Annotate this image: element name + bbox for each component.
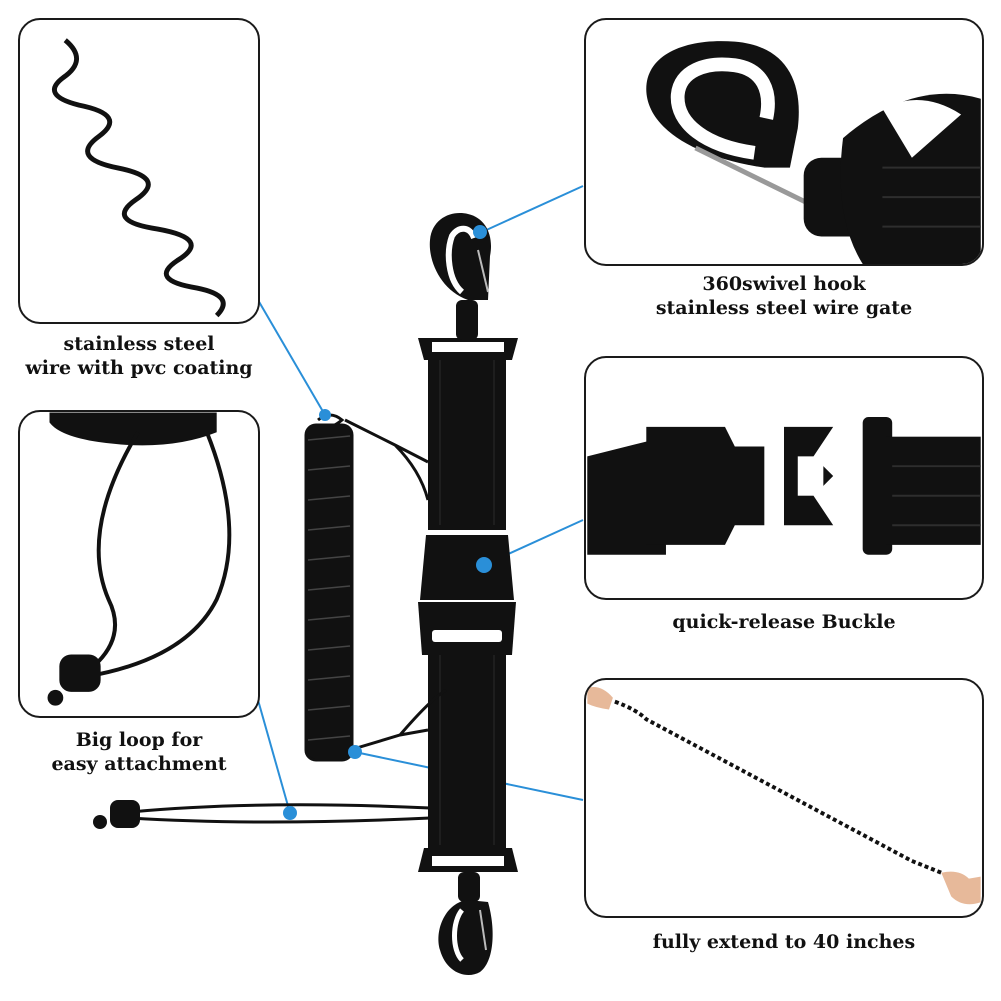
caption-big-loop: Big loop for easy attachment <box>10 728 268 776</box>
caption-loop-line1: Big loop for <box>75 729 203 751</box>
caption-loop-line2: easy attachment <box>51 753 227 775</box>
swivel-hook-icon <box>646 41 981 264</box>
callout-line-coil <box>257 299 326 416</box>
caption-extend: fully extend to 40 inches <box>584 930 984 954</box>
caption-coil-line1: stainless steel <box>63 333 215 355</box>
cord-stopper <box>110 800 140 828</box>
strap-lower <box>428 640 506 850</box>
caption-buckle: quick-release Buckle <box>584 610 984 634</box>
dot-loop <box>283 806 297 820</box>
top-swivel <box>456 300 478 340</box>
buckle-icon <box>587 417 981 555</box>
caption-extend-line1: fully extend to 40 inches <box>652 931 916 953</box>
caption-hook-line1: 360swivel hook <box>702 273 866 295</box>
big-loop-cord <box>129 803 431 824</box>
caption-swivel-hook: 360swivel hook stainless steel wire gate <box>584 272 984 320</box>
strap-upper <box>428 355 506 530</box>
panel-extend <box>584 678 984 918</box>
callout-dots <box>283 225 492 820</box>
coiled-wire-icon <box>52 38 226 318</box>
extended-coil-icon <box>587 686 981 905</box>
panel-coil-wire <box>18 18 260 324</box>
dot-coil <box>319 409 331 421</box>
panel-buckle <box>584 356 984 600</box>
cord-loop-icon <box>47 412 232 706</box>
dot-extend <box>348 745 362 759</box>
buckle-bottom <box>418 602 516 655</box>
lower-cord <box>349 688 447 752</box>
buckle-top <box>420 535 514 600</box>
caption-hook-line2: stainless steel wire gate <box>655 297 913 319</box>
bottom-swivel <box>458 872 480 902</box>
stretched-coil <box>614 699 943 875</box>
dot-buckle <box>476 557 492 573</box>
caption-buckle-line1: quick-release Buckle <box>672 611 896 633</box>
caption-coil-wire: stainless steel wire with pvc coating <box>10 332 268 380</box>
callout-line-hook <box>481 185 584 233</box>
bottom-hook <box>438 900 493 976</box>
upper-cord <box>344 418 430 501</box>
panel-big-loop <box>18 410 260 718</box>
panel-swivel-hook <box>584 18 984 266</box>
caption-coil-line2: wire with pvc coating <box>25 357 253 379</box>
callout-line-loop <box>257 699 291 814</box>
dot-hook <box>473 225 487 239</box>
